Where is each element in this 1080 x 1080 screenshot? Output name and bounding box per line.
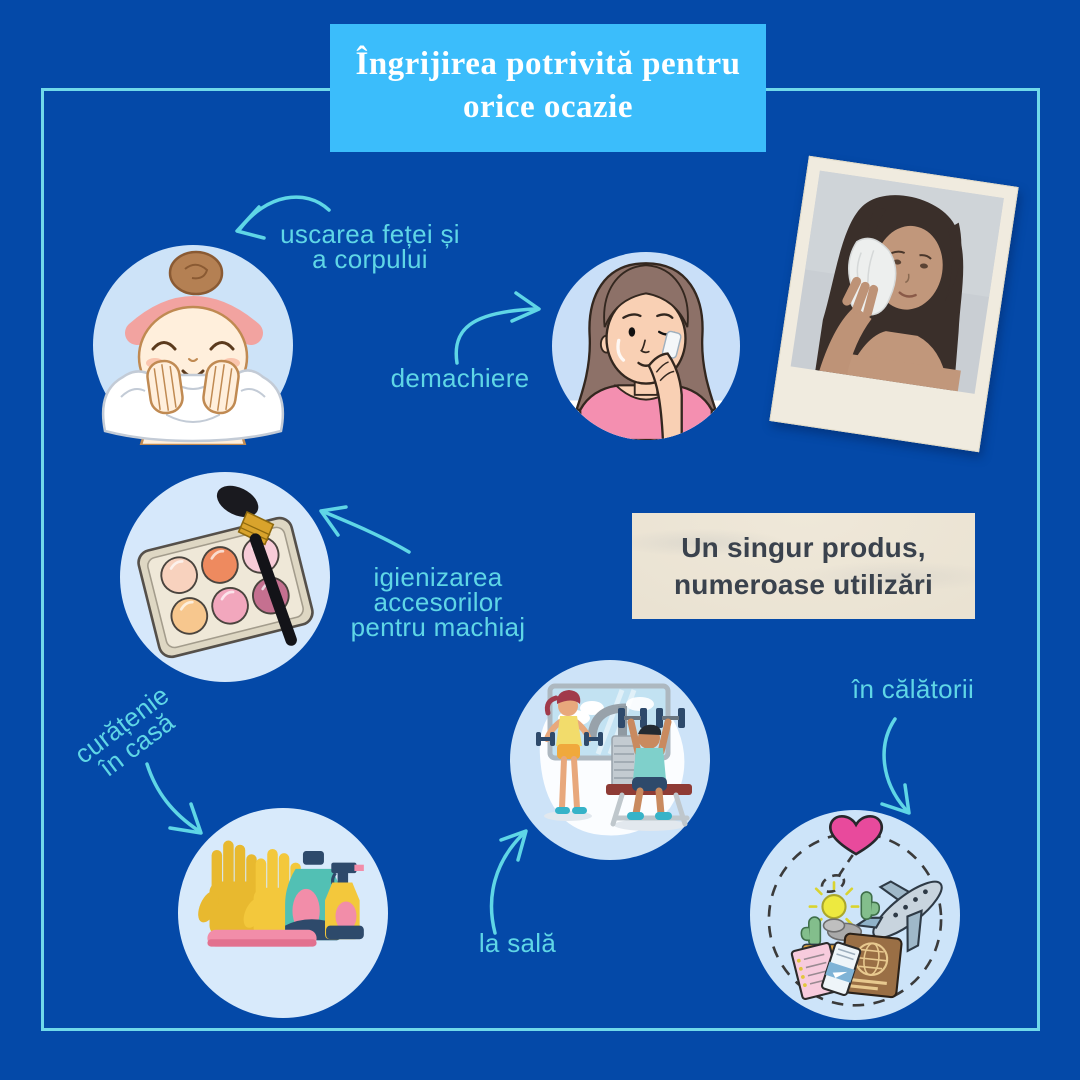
- makeup-brush: [216, 485, 297, 646]
- right-hand: [202, 359, 240, 415]
- heart-icon: [829, 815, 884, 856]
- travel-illustration: [750, 810, 960, 1020]
- spray-bottle: [325, 862, 364, 940]
- callout-travel: în călătorii: [851, 674, 975, 704]
- sun-icon: [808, 881, 860, 933]
- man-lifting: [618, 708, 685, 820]
- ticket-icon: [820, 941, 862, 997]
- callout-face-drying: uscarea feței și a corpului: [280, 219, 460, 274]
- polaroid-photo: [769, 155, 1019, 453]
- face-drying-illustration: [93, 245, 293, 445]
- callout-makeup-removal: demachiere: [390, 363, 530, 393]
- page-title-line2: orice ocazie: [463, 89, 633, 125]
- makeup-removal-illustration: [552, 252, 740, 440]
- gym-illustration: [510, 660, 710, 860]
- sponge: [207, 929, 317, 947]
- makeup-palette-illustration: [120, 472, 330, 682]
- woman-lifting: [536, 690, 603, 814]
- page-title-line1: Îngrijirea potrivită pentru: [355, 46, 741, 82]
- cactus-icons: [800, 891, 881, 948]
- photo-woman-wiping-face: [769, 155, 1019, 453]
- callout-gym: la sală: [478, 928, 557, 958]
- callout-brush-cleaning: igienizarea accesorilor pentru machiaj: [350, 562, 526, 642]
- note-box: Un singur produs, numeroase utilizări: [632, 513, 975, 619]
- airplane-icon: [854, 880, 943, 953]
- house-cleaning-illustration: [178, 808, 388, 1018]
- title-banner: Îngrijirea potrivită pentru orice ocazie: [330, 24, 766, 152]
- left-hand: [146, 359, 184, 415]
